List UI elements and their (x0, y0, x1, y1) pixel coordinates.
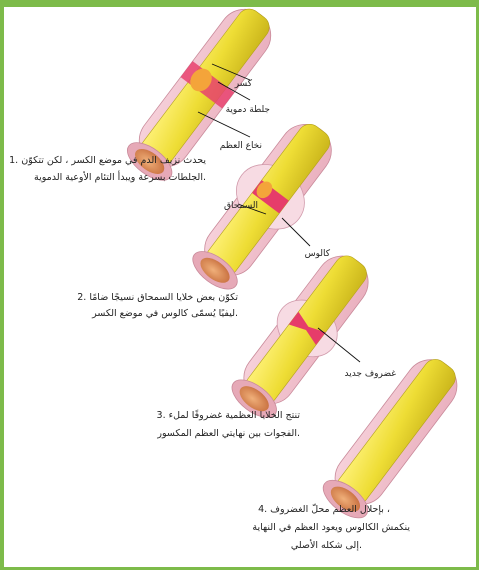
caption-4-line-3: إلى شكله الأصلي. (291, 539, 362, 551)
caption-2-line-1: 2. تكوّن بعض خلايا السمحاق نسيجًا ضامًا (77, 292, 238, 303)
caption-2-line-2: ليفيًا يُسمّى كالوس في موضع الكسر. (91, 308, 238, 319)
caption-3-line-2: الفجوات بين نهايتي العظم المكسور. (156, 428, 300, 439)
label-cartilage: غضروف جديد (344, 369, 396, 379)
caption-4-line-2: ينكمش الكالوس ويعود العظم في النهاية (252, 522, 410, 533)
stage-1: كسر جلطة دموية نخاع العظم 1. يحدث نزيف ا… (9, 0, 281, 188)
caption-3-line-1: 3. تنتج الخلايا العظمية غضروفًا لملء (157, 409, 301, 421)
caption-1-line-2: الجلطات بسرعة ويبدأ التئام الأوعية الدمو… (34, 170, 206, 183)
label-marrow: نخاع العظم (220, 141, 262, 151)
label-periosteum: السمحاق (224, 201, 258, 211)
label-fracture: كسر (234, 79, 253, 89)
caption-1-line-1: 1. يحدث نزيف الدم في موضع الكسر ، لكن تت… (9, 155, 206, 166)
caption-4-line-1: 4. بإحلال العظم محلّ الغضروف ، (258, 503, 390, 515)
label-clot: جلطة دموية (226, 105, 270, 115)
stage-3: غضروف جديد 3. تنتج الخلايا العظمية غضروف… (156, 242, 396, 439)
label-callus: كالوس (305, 249, 331, 259)
